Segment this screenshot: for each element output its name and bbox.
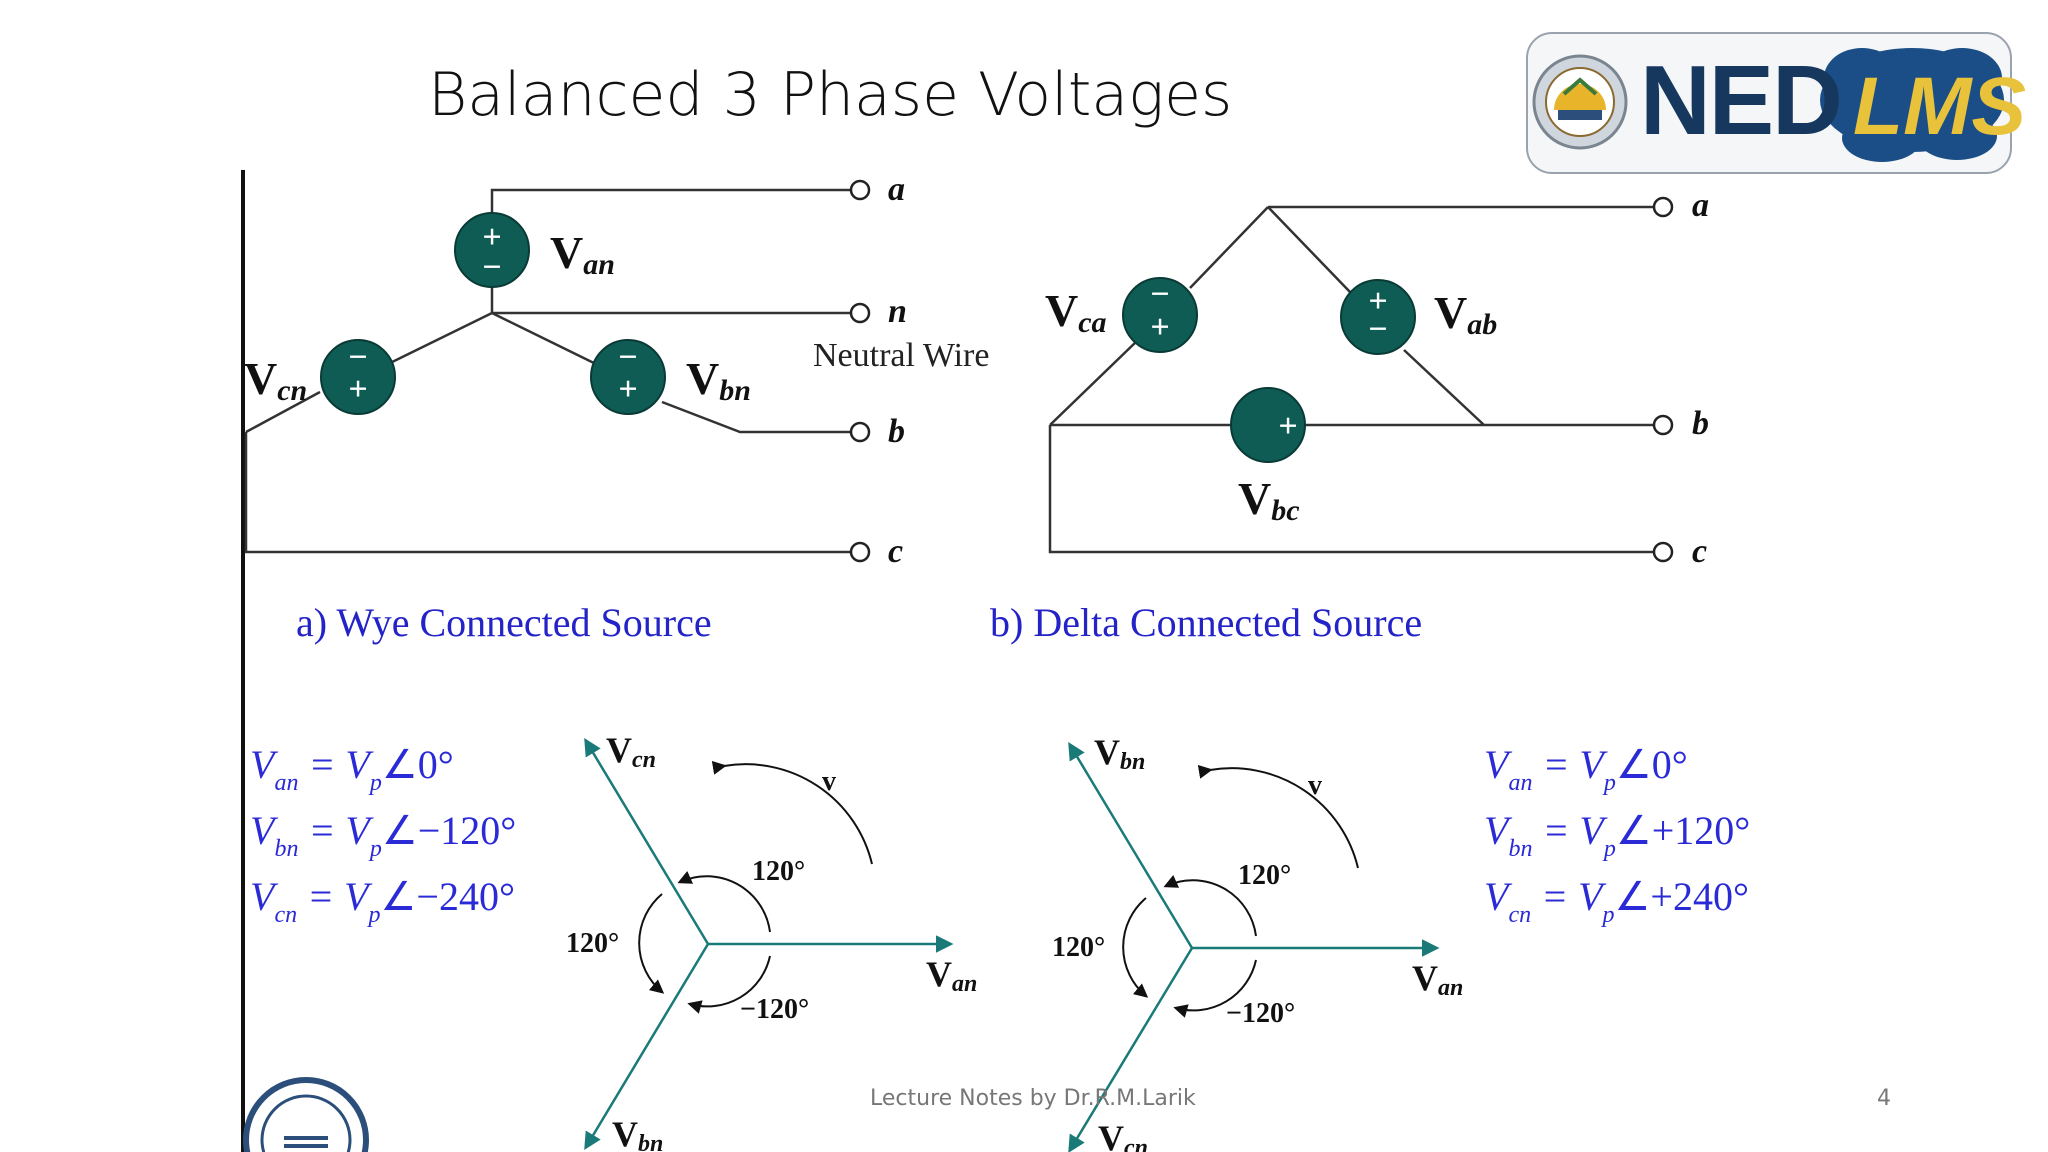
terminal-b bbox=[849, 421, 871, 443]
delta-angle-arcs bbox=[1122, 764, 1359, 1018]
equation-line: Van = Vp∠0° bbox=[250, 742, 454, 796]
delta-terminals bbox=[1652, 196, 1674, 563]
svg-text:120°: 120° bbox=[566, 928, 619, 959]
wye-terminals bbox=[849, 179, 871, 563]
terminal-a bbox=[849, 179, 871, 201]
university-seal-icon bbox=[1532, 54, 1628, 150]
delta-caption: b) Delta Connected Source bbox=[990, 600, 1422, 645]
svg-text:Vbn: Vbn bbox=[1094, 732, 1145, 775]
wye-terminal-labels: a n b c bbox=[888, 171, 907, 570]
source-vcn bbox=[320, 339, 396, 415]
terminal-a bbox=[1652, 196, 1674, 218]
svg-text:120°: 120° bbox=[752, 856, 805, 887]
svg-text:−120°: −120° bbox=[1226, 998, 1295, 1029]
delta-equations: Van = Vp∠0° Vbn = Vp∠+120° Vcn = Vp∠+240° bbox=[1484, 742, 1750, 928]
svg-text:120°: 120° bbox=[1238, 860, 1291, 891]
wye-phasor-labels: v 120° 120° −120° Vcn Van Vbn bbox=[566, 730, 977, 1152]
delta-sources bbox=[1122, 277, 1416, 463]
source-vbn bbox=[590, 339, 666, 415]
logo-ned-text: NED bbox=[1640, 45, 1843, 155]
wye-source-labels: Van Vcn Vbn bbox=[244, 227, 751, 407]
svg-text:+: + bbox=[348, 371, 367, 408]
svg-text:−: − bbox=[1150, 276, 1169, 313]
slide-title: Balanced 3 Phase Voltages bbox=[428, 60, 1233, 130]
label-c: c bbox=[888, 533, 903, 570]
logo-graphics bbox=[1532, 48, 2004, 162]
svg-text:v: v bbox=[822, 766, 836, 797]
wye-caption: a) Wye Connected Source bbox=[296, 600, 712, 645]
wye-circuit bbox=[244, 188, 852, 554]
svg-text:120°: 120° bbox=[1052, 932, 1105, 963]
svg-text:Van: Van bbox=[550, 227, 615, 281]
delta-source-signs: −+ +− + bbox=[1150, 276, 1387, 445]
footer-text: Lecture Notes by Dr.R.M.Larik bbox=[870, 1086, 1196, 1111]
svg-text:Vbn: Vbn bbox=[612, 1114, 663, 1152]
svg-text:v: v bbox=[1308, 770, 1322, 801]
wye-phasor-diagram bbox=[584, 738, 954, 1150]
label-b: b bbox=[888, 413, 905, 450]
terminal-c bbox=[849, 541, 871, 563]
delta-phasor-diagram bbox=[1068, 742, 1440, 1152]
terminal-b bbox=[1652, 414, 1674, 436]
source-vbc bbox=[1230, 387, 1306, 463]
university-seal-icon bbox=[243, 1077, 369, 1152]
svg-text:+: + bbox=[1278, 408, 1297, 445]
equation-line: Vbn = Vp∠−120° bbox=[250, 808, 516, 862]
svg-text:Van: Van bbox=[926, 954, 977, 997]
svg-text:+: + bbox=[1150, 309, 1169, 346]
svg-text:c: c bbox=[1692, 533, 1707, 570]
svg-text:Van: Van bbox=[1412, 958, 1463, 1001]
page-number: 4 bbox=[1877, 1086, 1891, 1111]
svg-text:Vcn: Vcn bbox=[1098, 1118, 1148, 1152]
svg-text:Vbc: Vbc bbox=[1238, 473, 1300, 527]
source-vca bbox=[1122, 277, 1198, 353]
delta-circuit bbox=[1048, 205, 1655, 554]
label-a: a bbox=[888, 171, 905, 208]
svg-text:Vcn: Vcn bbox=[606, 730, 656, 773]
equation-line: Vcn = Vp∠−240° bbox=[250, 874, 515, 928]
neutral-wire-label: Neutral Wire bbox=[813, 337, 989, 374]
svg-text:+: + bbox=[482, 219, 501, 256]
equation-line: Van = Vp∠0° bbox=[1484, 742, 1688, 796]
svg-text:Vcn: Vcn bbox=[244, 353, 307, 407]
delta-source-labels: Vca Vab Vbc bbox=[1045, 285, 1497, 527]
svg-text:+: + bbox=[1368, 283, 1387, 320]
wye-angle-arcs bbox=[638, 760, 873, 1014]
source-van bbox=[454, 212, 530, 288]
svg-text:−: − bbox=[1368, 311, 1387, 348]
svg-text:Vca: Vca bbox=[1045, 285, 1107, 339]
equation-line: Vcn = Vp∠+240° bbox=[1484, 874, 1749, 928]
wye-source-signs: +− −+ −+ bbox=[348, 219, 637, 408]
delta-phasor-labels: v 120° 120° −120° Vbn Van Vcn bbox=[1052, 732, 1463, 1152]
svg-text:Vab: Vab bbox=[1434, 287, 1497, 341]
svg-text:−: − bbox=[618, 339, 637, 376]
label-n: n bbox=[888, 293, 907, 330]
svg-text:−120°: −120° bbox=[740, 994, 809, 1025]
terminal-c bbox=[1652, 541, 1674, 563]
logo-lms-text: LMS bbox=[1853, 61, 2027, 152]
svg-text:a: a bbox=[1692, 187, 1709, 224]
svg-text:−: − bbox=[482, 249, 501, 286]
svg-text:Vbn: Vbn bbox=[686, 353, 751, 407]
wye-equations: Van = Vp∠0° Vbn = Vp∠−120° Vcn = Vp∠−240° bbox=[250, 742, 516, 928]
svg-text:b: b bbox=[1692, 405, 1709, 442]
svg-text:−: − bbox=[348, 339, 367, 376]
wye-sources bbox=[320, 212, 666, 415]
lms-cloud-icon bbox=[1820, 48, 2004, 162]
svg-text:+: + bbox=[618, 371, 637, 408]
source-vab bbox=[1340, 279, 1416, 355]
delta-terminal-labels: a b c bbox=[1692, 187, 1709, 570]
terminal-n bbox=[849, 302, 871, 324]
equation-line: Vbn = Vp∠+120° bbox=[1484, 808, 1750, 862]
